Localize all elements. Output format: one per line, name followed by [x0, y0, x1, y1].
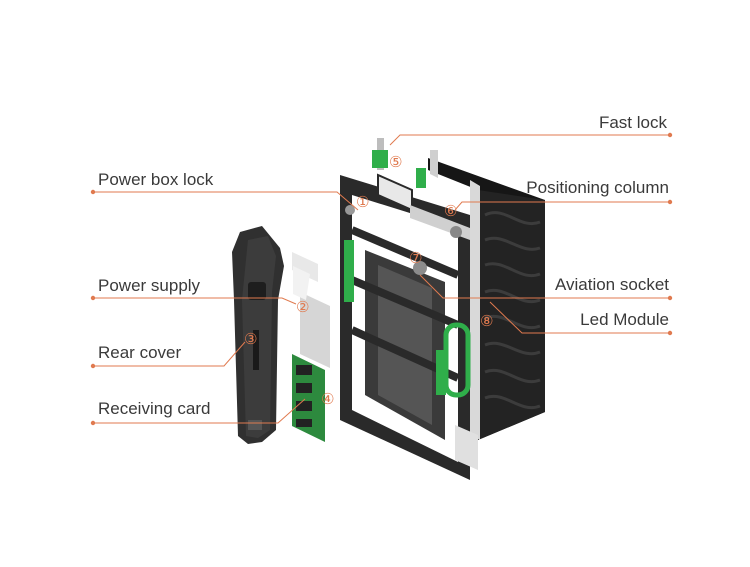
label-positioning-column: Positioning column [526, 178, 669, 197]
cabinet-frame-illustration [340, 138, 478, 480]
receiving-card-illustration [292, 354, 325, 442]
label-led-module: Led Module [580, 310, 669, 329]
leader-lines [93, 134, 670, 424]
leader-receiving-card [93, 398, 306, 424]
leader-positioning-column [454, 201, 670, 211]
leader-led-module [489, 301, 670, 334]
leader-fast-lock [389, 134, 670, 146]
leader-aviation-socket [419, 274, 670, 299]
label-aviation-socket: Aviation socket [554, 275, 669, 294]
marker-3: ③ [244, 330, 257, 348]
label-power-box-lock: Power box lock [98, 170, 214, 189]
marker-8: ⑧ [480, 312, 493, 330]
led-module-illustration [416, 150, 545, 440]
leader-rear-cover [93, 341, 246, 367]
marker-7: ⑦ [409, 249, 422, 267]
label-receiving-card: Receiving card [98, 399, 211, 418]
label-rear-cover: Rear cover [98, 343, 182, 362]
marker-6: ⑥ [444, 202, 457, 220]
number-markers: ⑤ ① ⑥ ⑦ ② ⑧ ③ ④ [244, 153, 493, 408]
marker-5: ⑤ [389, 153, 402, 171]
leader-dots [90, 132, 673, 426]
leader-power-supply [93, 297, 297, 305]
label-fast-lock: Fast lock [598, 113, 667, 132]
power-supply-illustration [292, 252, 330, 368]
rear-cover-illustration [232, 226, 284, 444]
marker-4: ④ [321, 390, 334, 408]
leader-power-box-lock [93, 191, 359, 211]
label-power-supply: Power supply [98, 276, 201, 295]
marker-2: ② [296, 298, 309, 316]
marker-1: ① [356, 193, 369, 211]
